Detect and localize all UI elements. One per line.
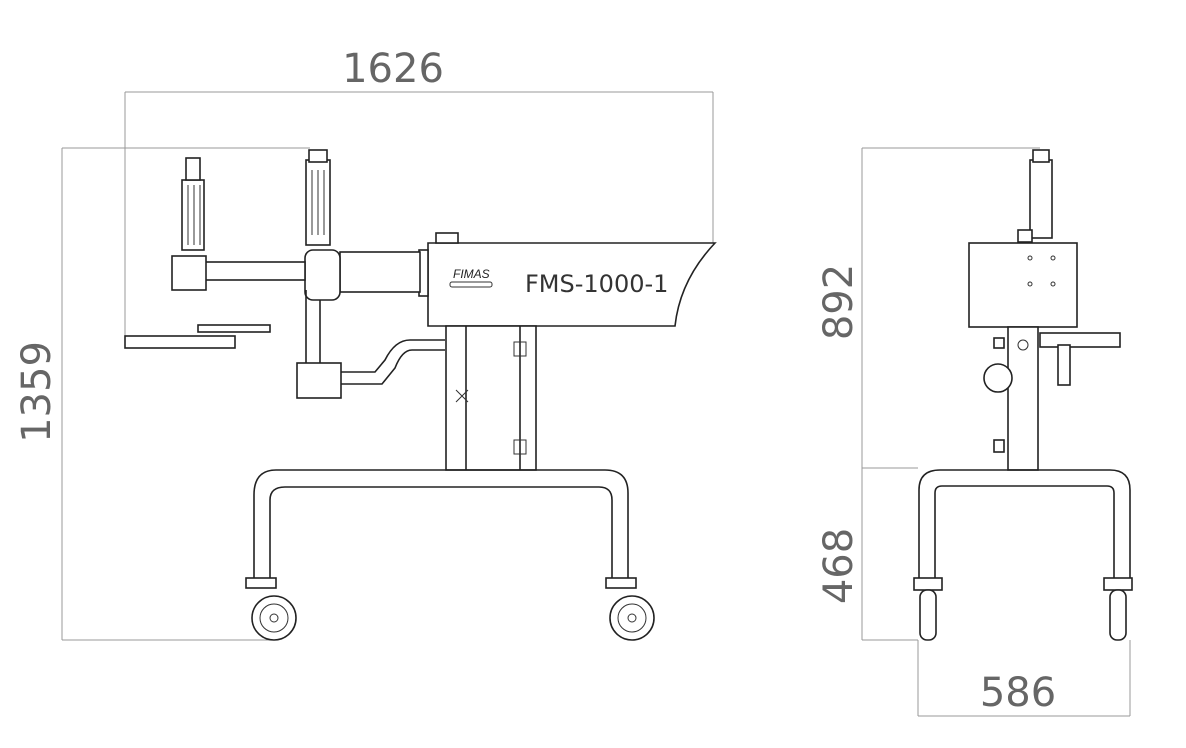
dimension-lines [61,91,1131,717]
model-label: FMS-1000-1 [525,270,668,298]
dimension-height: 1359 [14,341,60,443]
dimension-upper-height: 892 [816,264,862,340]
dimension-width: 1626 [342,46,444,92]
front-view: FIMAS FMS-1000-1 [124,149,717,641]
side-view [913,149,1133,641]
fimas-logo: FIMAS [449,267,493,288]
dimension-depth: 586 [980,670,1056,716]
dimension-base-height: 468 [816,528,862,604]
svg-text:FIMAS: FIMAS [453,267,490,281]
